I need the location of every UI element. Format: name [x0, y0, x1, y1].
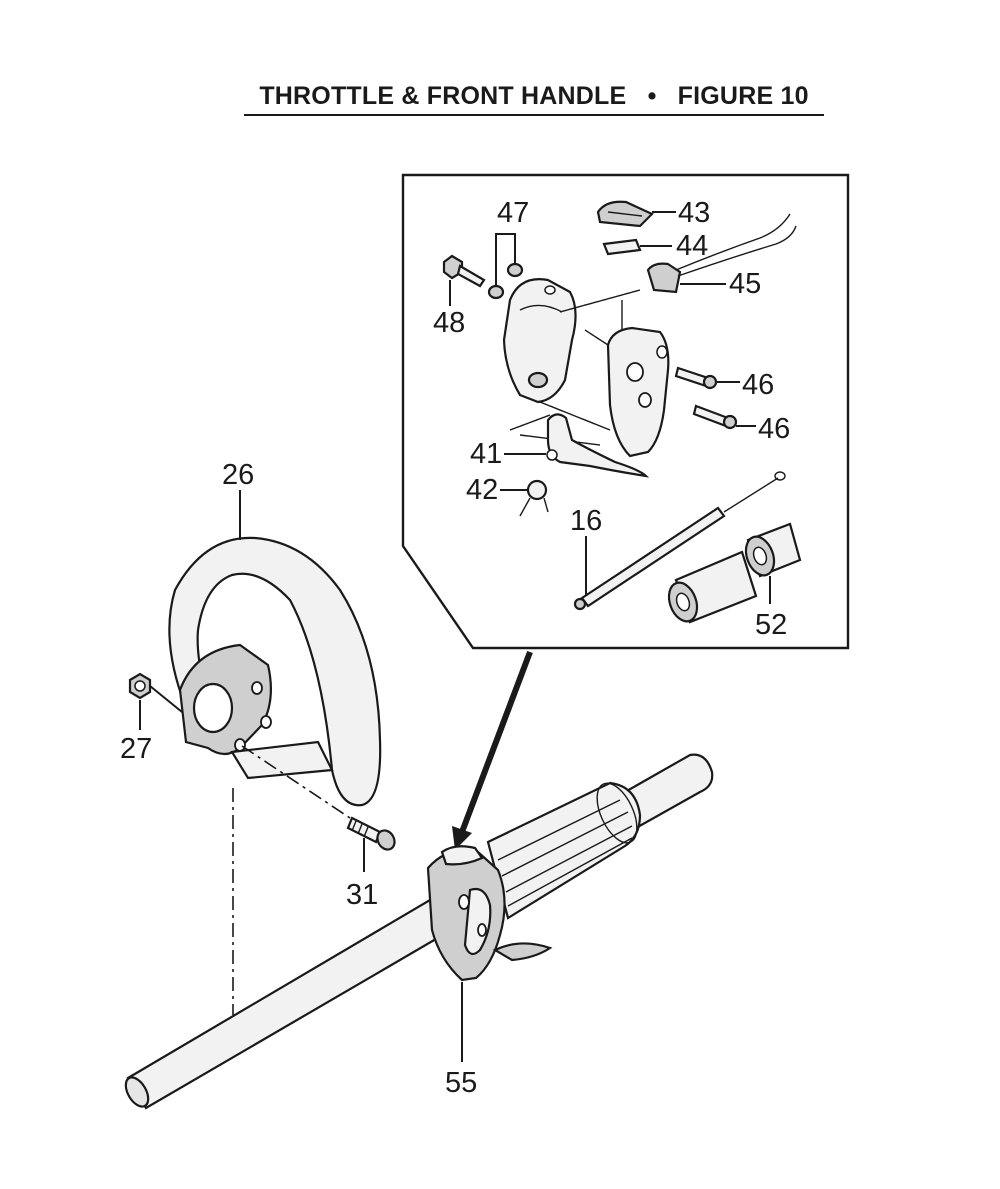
callout-46-upper: 46 [742, 369, 774, 401]
switch-cap-43 [596, 200, 654, 228]
switch-45 [646, 213, 797, 294]
nuts-47 [487, 262, 524, 300]
callout-41: 41 [470, 438, 502, 470]
callout-55: 55 [445, 1067, 477, 1099]
inset-pointer-arrow [452, 650, 533, 850]
callout-44: 44 [676, 230, 708, 262]
callout-48: 48 [433, 307, 465, 339]
callout-47: 47 [497, 197, 529, 229]
clip-44 [602, 238, 642, 256]
callout-52: 52 [755, 609, 787, 641]
figure-title-name: THROTTLE & FRONT HANDLE [259, 82, 627, 110]
leader-47 [495, 233, 516, 286]
inset-guide-lines [509, 289, 641, 446]
bolt-31 [241, 745, 396, 851]
housing-left-half [502, 278, 577, 404]
shaft-tube [124, 753, 714, 1110]
figure-title: THROTTLE & FRONT HANDLE • FIGURE 10 [244, 80, 824, 116]
callout-26: 26 [222, 459, 254, 491]
callout-27: 27 [120, 733, 152, 765]
figure-title-number: FIGURE 10 [677, 82, 809, 110]
loop-handle [168, 536, 382, 807]
screw-46-lower [692, 404, 738, 430]
callout-31: 31 [346, 879, 378, 911]
throttle-trigger-41 [546, 413, 650, 478]
throttle-cable-16 [573, 471, 786, 611]
callout-46-lower: 46 [758, 413, 790, 445]
grip-sleeve [486, 781, 642, 920]
figure-title-separator: • [647, 82, 657, 110]
grommets-52 [667, 522, 802, 624]
screw-48 [442, 254, 486, 288]
nut-27 [128, 672, 183, 713]
callout-42: 42 [466, 474, 498, 506]
throttle-handle-assembly [426, 845, 553, 982]
callout-45: 45 [729, 268, 761, 300]
callout-16: 16 [570, 505, 602, 537]
housing-right-half [606, 326, 670, 458]
callout-43: 43 [678, 197, 710, 229]
